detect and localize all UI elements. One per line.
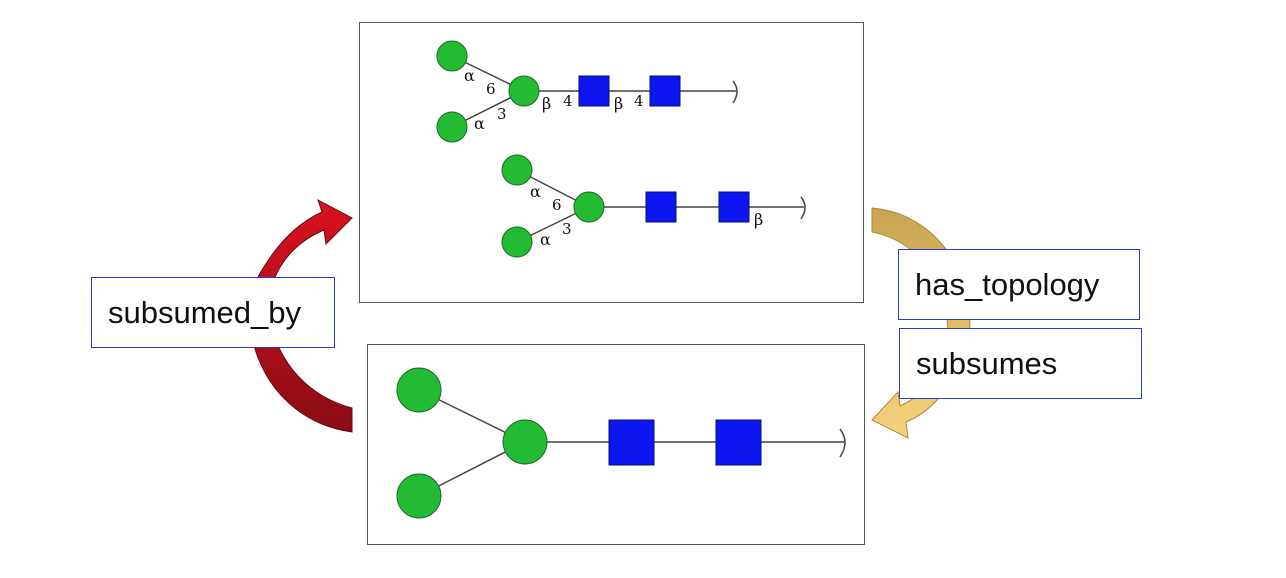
glycan-a-pos-lower: 3 (497, 105, 507, 123)
glycan-b-pos-lower: 3 (562, 220, 572, 238)
topology-reducing-end (839, 428, 846, 458)
glcnac-square-icon (645, 191, 677, 223)
subsumed-by-label: subsumed_by (91, 277, 335, 348)
glycan-b-anomer-end: β (754, 210, 763, 229)
glycan-a-pos-upper: 6 (486, 80, 496, 98)
mannose-circle-icon (436, 111, 468, 143)
glycan-a-pos-mid: 4 (634, 92, 644, 110)
has-topology-label: has_topology (898, 249, 1140, 320)
bottom-topology-drawing (396, 367, 846, 519)
mannose-circle-icon (502, 419, 548, 465)
glcnac-square-icon (718, 191, 750, 223)
mannose-circle-icon (396, 367, 442, 413)
top-glycan-drawing: α 6 α 3 β 4 β 4 α 6 α 3 β (436, 40, 806, 258)
subsumes-label: subsumes (899, 328, 1142, 399)
bottom-topology-panel (367, 344, 865, 545)
glcnac-square-icon (578, 75, 610, 107)
mannose-circle-icon (501, 226, 533, 258)
mannose-circle-icon (508, 75, 540, 107)
glycan-a-anomer-lower: α (474, 114, 485, 133)
top-glycan-panel: α 6 α 3 β 4 β 4 α 6 α 3 β (359, 22, 864, 303)
mannose-circle-icon (396, 473, 442, 519)
glycan-b-reducing-end (800, 196, 806, 220)
glycan-a: α 6 α 3 β 4 β 4 (436, 40, 738, 143)
glycan-a-anomer-mid: β (614, 94, 623, 113)
glcnac-square-icon (649, 75, 681, 107)
glycan-b-anomer-lower: α (540, 230, 551, 249)
glycan-b-anomer-upper: α (530, 182, 541, 201)
glycan-a-pos-core: 4 (563, 92, 573, 110)
glycan-a-anomer-core: β (542, 94, 551, 113)
glycan-a-anomer-upper: α (464, 66, 475, 85)
mannose-circle-icon (573, 191, 605, 223)
glycan-b-pos-upper: 6 (552, 196, 562, 214)
glcnac-square-icon (715, 419, 762, 466)
mannose-circle-icon (501, 154, 533, 186)
glycan-a-reducing-end (732, 80, 738, 104)
has-topology-arrow (871, 207, 971, 439)
glcnac-square-icon (608, 419, 655, 466)
glycan-b: α 6 α 3 β (501, 154, 806, 258)
mannose-circle-icon (436, 40, 468, 72)
